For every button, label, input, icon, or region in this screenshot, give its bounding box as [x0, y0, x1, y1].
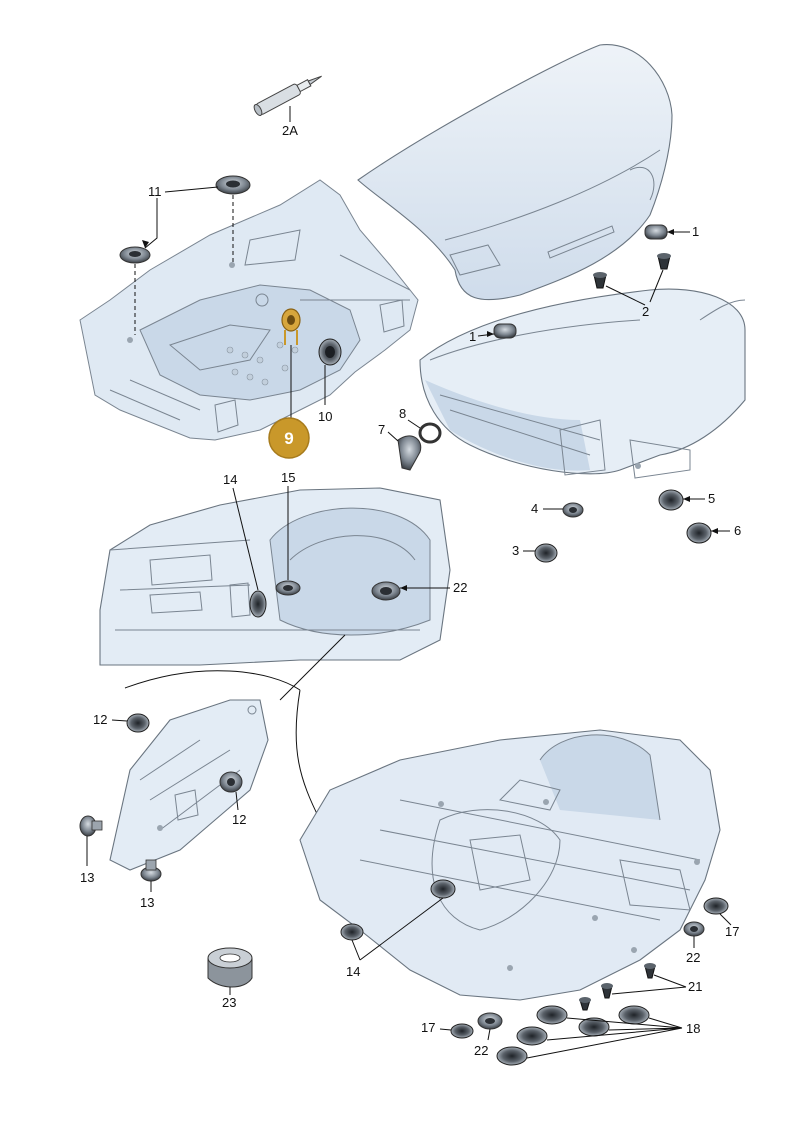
- clip-icon: [601, 983, 613, 999]
- plug-icon: [219, 771, 243, 793]
- callout-18: 18: [686, 1021, 700, 1036]
- leader-line: [232, 487, 259, 591]
- callout-14-lower: 14: [346, 964, 360, 979]
- arrow-icon: [487, 331, 494, 337]
- clip-icon: [644, 963, 656, 979]
- callout-23: 23: [222, 995, 236, 1010]
- callout-22-right: 22: [686, 950, 700, 965]
- plug-icon: [126, 713, 150, 733]
- callout-2: 2: [642, 304, 649, 319]
- callout-6: 6: [734, 523, 741, 538]
- plug-icon: [318, 338, 342, 366]
- plug-icon: [534, 543, 558, 563]
- callout-14-upper: 14: [223, 472, 237, 487]
- callout-17-right: 17: [725, 924, 739, 939]
- push-clip-icon: [140, 859, 162, 882]
- plug-icon: [249, 590, 267, 618]
- trunk-lid: [357, 44, 673, 301]
- wheel-arch-detail: [109, 699, 269, 871]
- leader-line: [719, 913, 732, 926]
- leader-line: [487, 1028, 491, 1041]
- leader-line: [611, 974, 687, 995]
- plug-icon: [618, 1005, 650, 1025]
- callout-13-right: 13: [140, 895, 154, 910]
- grommet-icon: [371, 581, 401, 601]
- callout-12-lower: 12: [232, 812, 246, 827]
- callout-12-upper: 12: [93, 712, 107, 727]
- callout-10: 10: [318, 409, 332, 424]
- clip-icon: [579, 997, 591, 1011]
- plug-icon: [340, 923, 364, 941]
- badge-number: 9: [284, 429, 293, 448]
- callout-17-lower: 17: [421, 1020, 435, 1035]
- callout-7: 7: [378, 422, 385, 437]
- clip-icon: [593, 272, 607, 289]
- plug-icon: [658, 489, 684, 511]
- leader-line: [351, 897, 444, 961]
- callout-5: 5: [708, 491, 715, 506]
- applicator-tool-icon: [253, 75, 322, 116]
- underbody-assembly: [299, 729, 721, 1001]
- callout-1-upper: 1: [692, 224, 699, 239]
- arrow-icon: [142, 240, 149, 248]
- callout-2a: 2A: [282, 123, 298, 138]
- plug-icon: [516, 1026, 548, 1046]
- leader-line: [279, 634, 346, 701]
- plug-icon: [686, 522, 712, 544]
- leader-line: [439, 1028, 452, 1031]
- grommet-icon: [562, 502, 584, 518]
- grommet-icon: [477, 1012, 503, 1030]
- grommet-icon: [119, 246, 151, 264]
- connector-plug-icon: [397, 435, 422, 471]
- grommet-icon: [450, 1023, 474, 1039]
- callout-22-upper: 22: [453, 580, 467, 595]
- tape-roll-icon: [207, 947, 253, 988]
- grommet-icon: [683, 921, 705, 937]
- leader-line: [387, 431, 399, 442]
- grommet-icon: [215, 175, 251, 195]
- arrow-icon: [667, 229, 674, 235]
- leader-line: [407, 419, 421, 429]
- callout-8: 8: [399, 406, 406, 421]
- callout-3: 3: [512, 543, 519, 558]
- bumper-icon: [493, 323, 517, 339]
- leader-line: [526, 1017, 683, 1059]
- callout-21: 21: [688, 979, 702, 994]
- arrow-icon: [683, 496, 690, 502]
- leader-line: [605, 269, 664, 306]
- callout-11: 11: [148, 184, 162, 199]
- grommet-icon: [275, 580, 301, 596]
- callout-1-lower: 1: [469, 329, 476, 344]
- side-panel-assembly: [99, 487, 451, 666]
- arrow-icon: [400, 585, 407, 591]
- bumper-icon: [644, 224, 668, 240]
- clip-icon: [657, 253, 671, 270]
- arrow-icon: [711, 528, 718, 534]
- rear-body: [419, 288, 746, 479]
- leader-line: [111, 719, 128, 722]
- highlight-badge: 9: [268, 417, 310, 459]
- highlighted-part-icon: [281, 308, 301, 345]
- plug-icon: [496, 1046, 528, 1066]
- trunk-floor-assembly: [79, 179, 419, 441]
- callout-22-lower: 22: [474, 1043, 488, 1058]
- ring-seal-icon: [418, 422, 442, 444]
- callout-15: 15: [281, 470, 295, 485]
- leader-line: [235, 791, 239, 811]
- plug-icon: [536, 1005, 568, 1025]
- plug-icon: [430, 879, 456, 899]
- detail-callout-line: [124, 670, 321, 821]
- push-clip-icon: [79, 815, 103, 837]
- leader-line: [144, 186, 219, 249]
- callout-13-left: 13: [80, 870, 94, 885]
- grommet-icon: [703, 897, 729, 915]
- callout-4: 4: [531, 501, 538, 516]
